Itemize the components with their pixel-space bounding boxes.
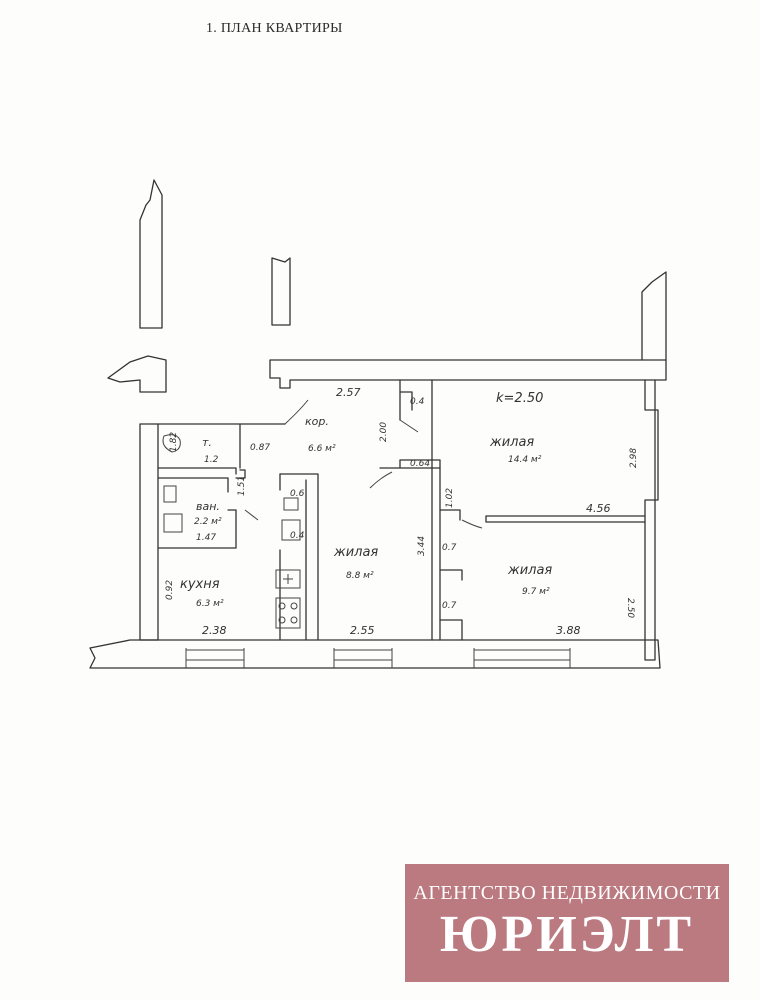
dimension-label: 0.6 <box>290 489 305 499</box>
room-toilet-name: т. <box>202 436 212 449</box>
dimension-label: 2.98 <box>629 448 639 468</box>
dimension-label: 2.57 <box>336 386 361 399</box>
dimension-label: 0.4 <box>410 397 425 407</box>
wall-right-rooms <box>485 515 646 523</box>
window <box>473 648 571 668</box>
dimension-label: 2.00 <box>379 422 389 442</box>
wall-corridor <box>399 379 413 421</box>
dimension-label: 2.50 <box>625 598 635 618</box>
dimension-label: 2.55 <box>350 624 375 637</box>
agency-name: АГЕНТСТВО НЕДВИЖИМОСТИ <box>413 882 721 904</box>
stove-burner <box>290 602 298 610</box>
dimension-label: 1.51 <box>237 476 247 496</box>
wall-segment <box>641 271 667 361</box>
dimension-label: 0.92 <box>165 580 175 600</box>
agency-stamp: АГЕНТСТВО НЕДВИЖИМОСТИ ЮРИЭЛТ <box>405 864 729 982</box>
bath-fixture <box>163 485 183 533</box>
room-corridor-area: 6.6 м² <box>308 444 336 454</box>
wall-middle-top <box>379 459 441 469</box>
room-corridor-name: коp. <box>305 415 329 428</box>
stove-burner <box>278 616 286 624</box>
dimension-label: 1.82 <box>169 432 179 452</box>
door-arc <box>284 399 309 425</box>
door-arc <box>461 519 483 529</box>
wall-top <box>269 359 667 389</box>
dimension-label: 2.38 <box>202 624 227 637</box>
door-arc <box>244 509 259 521</box>
wall-segment <box>271 257 291 326</box>
dimension-label: 0.7 <box>442 601 457 611</box>
dimension-label: 0.4 <box>290 531 305 541</box>
wall-left <box>139 423 159 641</box>
wall-inner <box>235 423 246 479</box>
wall-inner <box>157 467 237 475</box>
wall-right <box>644 379 659 661</box>
toilet-fixture <box>162 434 181 453</box>
room-living-right-area: 9.7 м² <box>522 587 550 597</box>
room-living-middle-name: жилая <box>333 545 378 560</box>
wall-mid-right <box>431 379 441 641</box>
wall-segment <box>139 179 163 329</box>
room-toilet-area: 1.2 <box>204 455 219 465</box>
room-kitchen-name: кухня <box>180 577 220 592</box>
stove-burner <box>278 602 286 610</box>
room-living-large-area: 14.4 м² <box>508 455 542 465</box>
dimension-label: 4.56 <box>586 502 611 515</box>
ceiling-height-label: k=2.50 <box>496 391 543 406</box>
room-living-large-name: жилая <box>489 435 534 450</box>
window <box>333 648 393 668</box>
dimension-label: 0.87 <box>250 443 270 453</box>
wall-bath <box>157 477 229 493</box>
door-arc <box>399 419 419 433</box>
window <box>185 648 245 668</box>
wall-doors <box>439 509 463 641</box>
dimension-label: 3.88 <box>556 624 581 637</box>
dimension-label: 1.02 <box>445 488 455 508</box>
wall-bath <box>157 509 237 549</box>
page-title: 1. ПЛАН КВАРТИРЫ <box>206 21 343 36</box>
room-kitchen-area: 6.3 м² <box>196 599 224 609</box>
door-arc <box>369 471 393 489</box>
room-bath-area: 2.2 м² <box>194 517 222 527</box>
dimension-label: 0.7 <box>442 543 457 553</box>
wall-kitchen <box>279 473 319 641</box>
room-bath-name: ван. <box>196 500 220 513</box>
stove-mark <box>283 574 293 584</box>
stove-burner <box>290 616 298 624</box>
agency-brand: ЮРИЭЛТ <box>439 906 695 963</box>
stove-fixture <box>275 569 301 629</box>
room-living-middle-area: 8.8 м² <box>346 571 374 581</box>
dimension-label: 0.64 <box>410 459 430 469</box>
room-living-right-name: жилая <box>507 563 552 578</box>
wall-segment <box>107 355 167 393</box>
dimension-label: 1.47 <box>196 533 216 543</box>
wall-bottom <box>89 639 661 669</box>
sink-fixture <box>281 497 301 541</box>
dimension-label: 3.44 <box>417 536 427 556</box>
